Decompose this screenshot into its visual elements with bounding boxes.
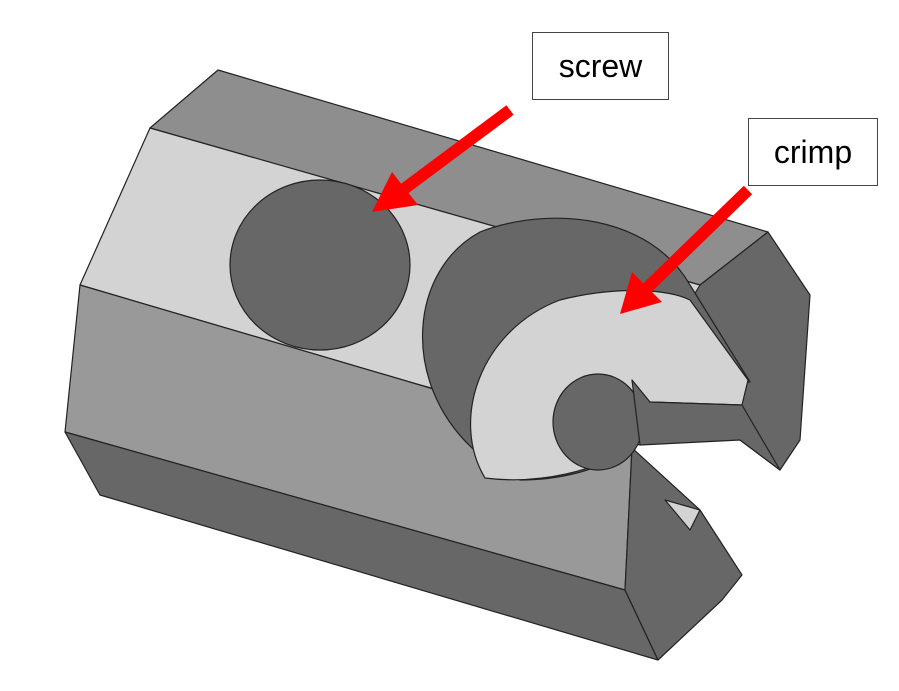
slot-face <box>631 379 781 471</box>
screw-hole <box>229 179 411 351</box>
screw-label: screw <box>532 32 669 100</box>
crimp-label: crimp <box>748 118 878 186</box>
screw-arrow <box>372 105 514 212</box>
slot-floor <box>664 499 701 531</box>
crimp-arrow <box>620 185 753 314</box>
end-face-lower <box>624 447 743 661</box>
crimp-inner-hole <box>552 373 644 471</box>
